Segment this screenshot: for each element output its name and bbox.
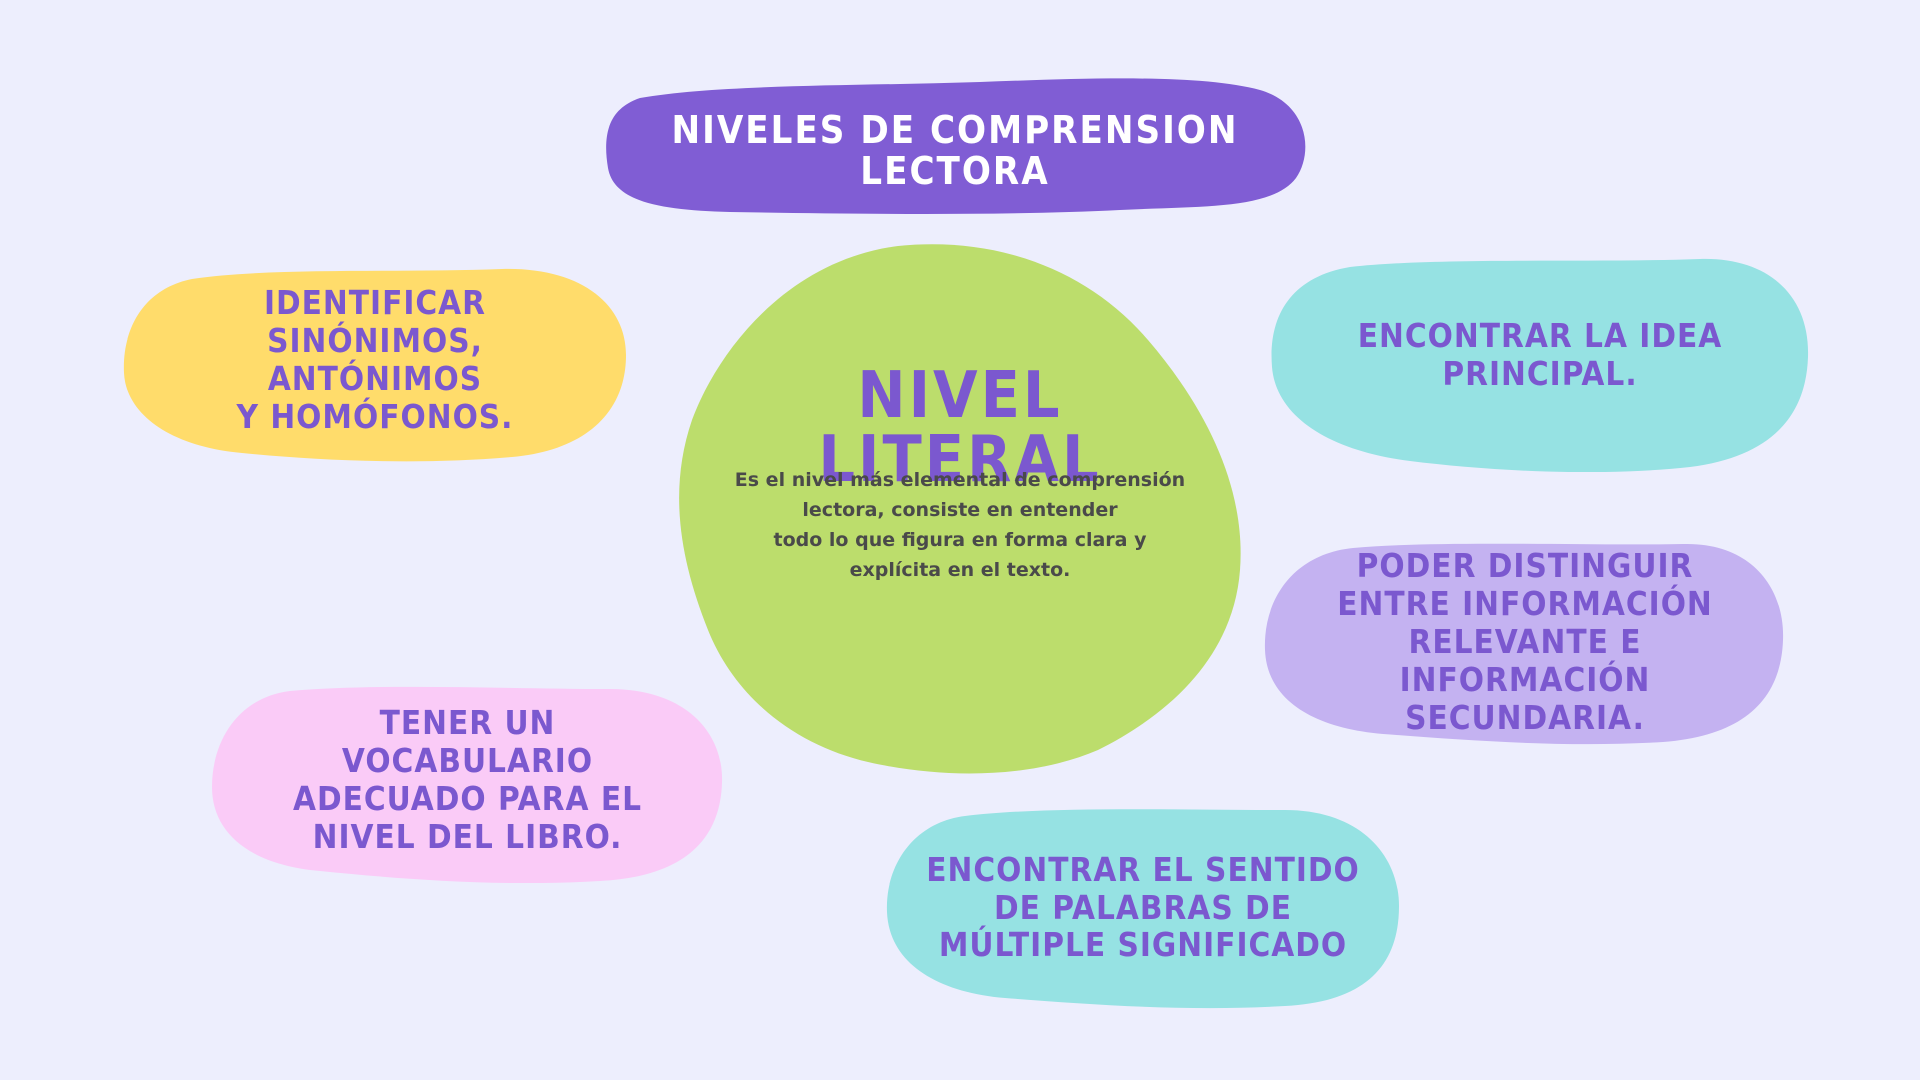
teal-blob-bottom <box>886 809 1399 1009</box>
center-blob-shape <box>679 244 1241 774</box>
identificar-label: IDENTIFICAR SINÓNIMOS, ANTÓNIMOS Y HOMÓF… <box>236 283 514 436</box>
vocabulario-label: TENER UN VOCABULARIO ADECUADO PARA EL NI… <box>292 703 643 856</box>
yellow-blob-shape <box>123 268 626 462</box>
idea-principal-label: ENCONTRAR LA IDEA PRINCIPAL. <box>1357 316 1723 393</box>
center-blob <box>679 244 1241 774</box>
teal-blob-top <box>1271 258 1809 472</box>
lilac-blob-shape <box>1264 543 1784 745</box>
nivel-literal-description: Es el nivel más elemental de comprensión… <box>734 469 1186 581</box>
pink-blob <box>212 686 723 883</box>
title-label: NIVELES DE COMPRENSION LECTORA <box>671 107 1239 193</box>
title-blob-shape <box>606 78 1306 214</box>
lilac-blob <box>1264 543 1784 745</box>
teal-blob-bottom-shape <box>886 809 1399 1009</box>
yellow-blob <box>123 268 626 462</box>
sentido-label: ENCONTRAR EL SENTIDO DE PALABRAS DE MÚLT… <box>926 849 1360 965</box>
nivel-literal-title: NIVEL LITERAL <box>818 359 1102 497</box>
distinguir-label: PODER DISTINGUIR ENTRE INFORMACIÓN RELEV… <box>1337 546 1713 737</box>
title-blob <box>606 78 1306 214</box>
teal-blob-top-shape <box>1271 258 1809 472</box>
pink-blob-shape <box>212 686 723 883</box>
